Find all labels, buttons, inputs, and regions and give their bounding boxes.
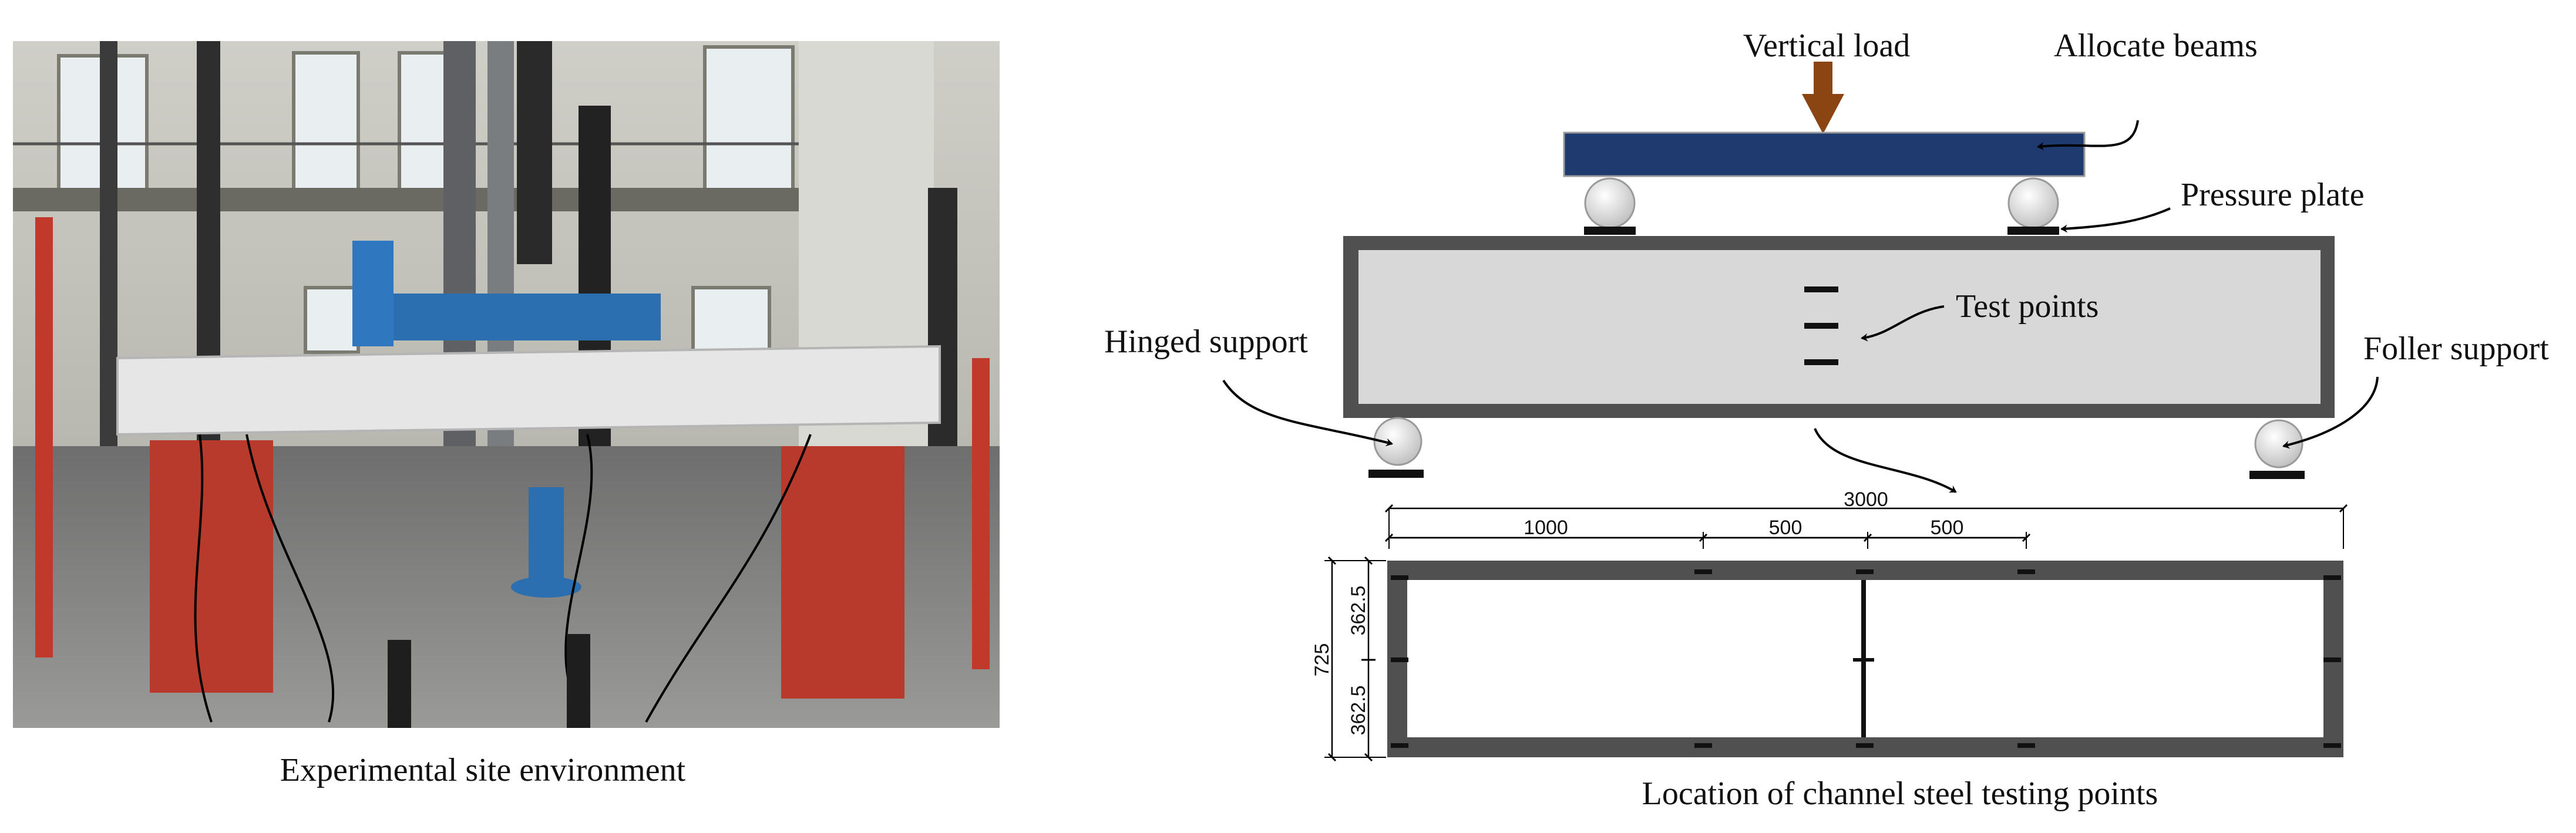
roller-support-ball xyxy=(2254,419,2303,468)
hinged-support-base xyxy=(1368,470,1424,478)
site-photo xyxy=(13,41,1000,728)
label-pressure-plate: Pressure plate xyxy=(2181,177,2365,213)
test-point-mark-3 xyxy=(1804,359,1838,365)
label-test-points: Test points xyxy=(1956,288,2099,325)
caption-right: Location of channel steel testing points xyxy=(1642,775,2158,812)
roller-left xyxy=(1584,177,1636,229)
plan-drawing: 3000 1000 500 500 725 362.5 362.5 xyxy=(1311,488,2348,762)
caption-left: Experimental site environment xyxy=(280,752,686,788)
dim-total: 3000 xyxy=(1844,488,1888,511)
vertical-load-arrow xyxy=(1802,62,1844,134)
label-roller-support: Foller support xyxy=(2363,330,2549,367)
loading-schematic: Vertical load Allocate beams Pressure pl… xyxy=(1104,28,2549,493)
roller-support-base xyxy=(2249,471,2305,479)
label-hinged-support: Hinged support xyxy=(1104,323,1308,360)
dim-seg1: 1000 xyxy=(1524,517,1568,539)
hinged-support-ball xyxy=(1373,417,1422,466)
dim-seg3: 500 xyxy=(1931,517,1964,539)
test-point-mark-1 xyxy=(1804,286,1838,292)
label-allocate-beams: Allocate beams xyxy=(2054,28,2258,64)
test-point-mark-2 xyxy=(1804,323,1838,329)
dim-half-top: 362.5 xyxy=(1347,585,1370,635)
dim-seg2: 500 xyxy=(1769,517,1802,539)
pressure-plate xyxy=(2007,227,2059,235)
roller-right xyxy=(2007,177,2059,229)
allocate-beam xyxy=(1563,131,2086,177)
plan-test-points xyxy=(1391,569,2341,748)
dim-half-bottom: 362.5 xyxy=(1347,685,1370,735)
label-vertical-load: Vertical load xyxy=(1743,28,1911,64)
dim-height: 725 xyxy=(1311,643,1333,677)
